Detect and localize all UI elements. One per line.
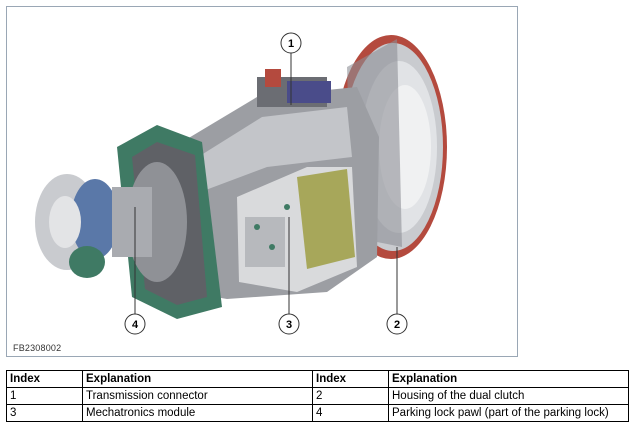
callout-leaders (134, 53, 398, 315)
legend-explanation: Transmission connector (82, 387, 313, 405)
legend-explanation: Parking lock pawl (part of the parking l… (388, 404, 629, 422)
callout-1: 1 (280, 32, 302, 54)
legend-header-index: Index (6, 370, 83, 388)
legend-explanation: Housing of the dual clutch (388, 387, 629, 405)
callout-3-label: 3 (286, 319, 292, 331)
transmission-illustration: 1 2 3 4 (35, 32, 447, 335)
figure-frame: 1 2 3 4 FB2308002 (6, 6, 518, 357)
legend-index: 1 (6, 387, 83, 405)
callout-1-label: 1 (288, 38, 294, 50)
mechatronics-module (237, 167, 357, 292)
table-row: 1 Transmission connector 2 Housing of th… (6, 387, 629, 405)
callout-3: 3 (278, 313, 300, 335)
callout-4: 4 (124, 313, 146, 335)
legend-header-row: Index Explanation Index Explanation (6, 370, 629, 388)
output-flange (35, 174, 152, 278)
callout-2: 2 (386, 313, 408, 335)
legend-header-explanation: Explanation (388, 370, 629, 388)
callout-4-label: 4 (132, 319, 139, 331)
legend-index: 2 (312, 387, 389, 405)
figure-code: FB2308002 (13, 343, 62, 353)
legend-index: 4 (312, 404, 389, 422)
legend-header-explanation: Explanation (82, 370, 313, 388)
table-row: 3 Mechatronics module 4 Parking lock paw… (6, 404, 629, 422)
legend-header-index: Index (312, 370, 389, 388)
legend-table: Index Explanation Index Explanation 1 Tr… (6, 370, 629, 422)
legend-explanation: Mechatronics module (82, 404, 313, 422)
callout-2-label: 2 (394, 319, 400, 331)
legend-index: 3 (6, 404, 83, 422)
